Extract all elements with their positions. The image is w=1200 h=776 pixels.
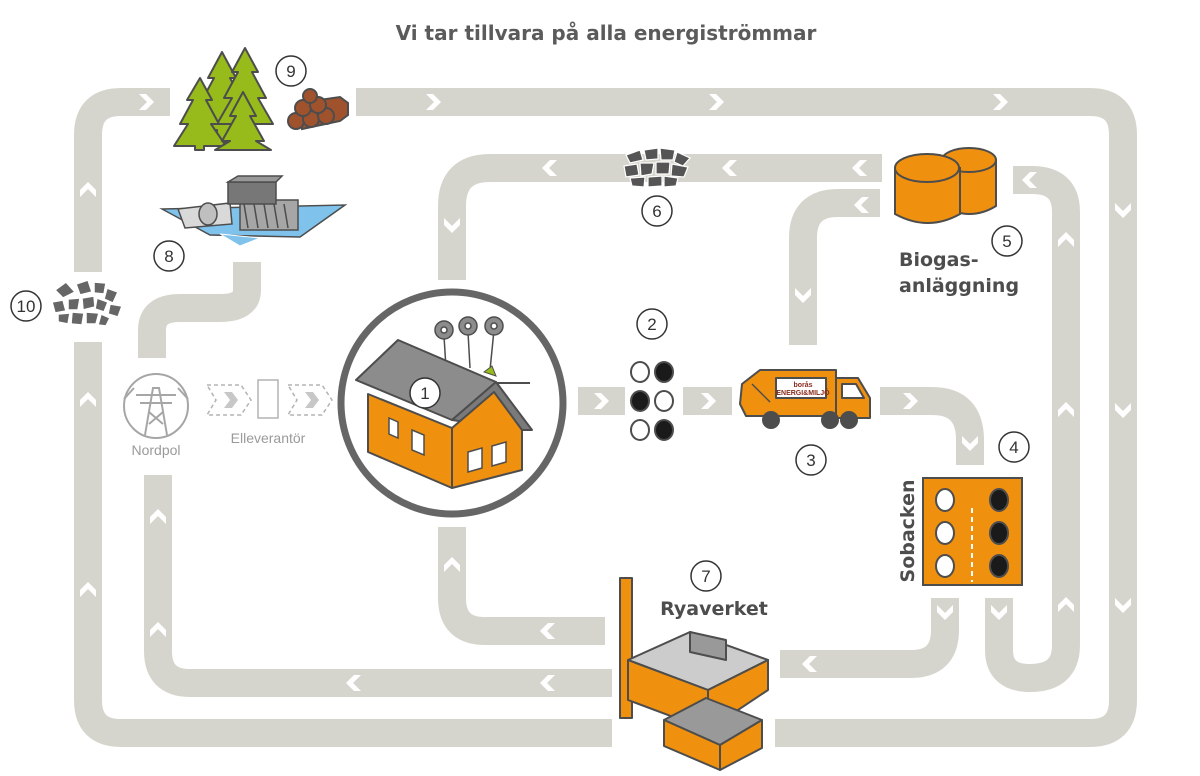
- garbage-truck-icon: [739, 369, 871, 429]
- wood-chips-icon: [51, 279, 124, 327]
- marker-label-biogas: 5: [1002, 232, 1011, 251]
- flow-sobacken-to-ryaverket: [780, 598, 959, 678]
- flow-inner-bottom-left: [144, 475, 612, 697]
- log-pile-icon: [287, 88, 349, 131]
- marker-sobacken: [998, 431, 1030, 463]
- ryaverket-plant-icon: [619, 577, 769, 771]
- ryaverket-label: Ryaverket: [660, 598, 768, 620]
- number-labels: 1 2 3 4 5 6 7 8 9 10: [17, 62, 1019, 586]
- marker-label-compost: 6: [652, 202, 661, 221]
- flow-hydro-to-nordpol: [138, 262, 261, 358]
- flow-biogas-to-truck: [789, 189, 880, 345]
- marker-compost: [641, 195, 673, 227]
- hydro-plant-icon: [159, 175, 348, 247]
- flow-outer-bottom-left: [74, 342, 612, 747]
- marker-label-sobacken: 4: [1009, 438, 1018, 457]
- diagram-title: Vi tar tillvara på alla energiströmmar: [396, 21, 817, 45]
- electricity-supplier-icon: [205, 379, 333, 419]
- forest-icon: [173, 47, 274, 151]
- compost-pile-icon: [623, 147, 691, 188]
- elleverantor-label: Elleverantör: [231, 430, 306, 446]
- marker-biogas: [991, 225, 1023, 257]
- house-icon: [337, 288, 567, 518]
- marker-label-ryaverket: 7: [701, 567, 710, 586]
- marker-forest: [275, 55, 307, 87]
- flow-ryaverket-to-house: [438, 527, 605, 645]
- biogas-label-line1: Biogas-: [899, 249, 979, 271]
- marker-truck: [795, 444, 827, 476]
- flow-bands: [74, 88, 1137, 747]
- marker-chips: [10, 290, 42, 322]
- marker-label-forest: 9: [286, 62, 295, 81]
- biogas-tanks-icon: [894, 147, 997, 224]
- sobacken-label: Sobacken: [897, 480, 919, 583]
- flow-outer-left-to-forest: [74, 88, 170, 272]
- marker-label-bags: 2: [647, 315, 656, 334]
- marker-bags: [636, 308, 668, 340]
- marker-label-hydro: 8: [164, 247, 173, 266]
- marker-ryaverket: [690, 560, 722, 592]
- waste-bags-icon: [630, 361, 674, 441]
- biogas-label-line2: anläggning: [899, 275, 1019, 297]
- marker-house: [409, 377, 441, 409]
- marker-hydro: [153, 240, 185, 272]
- truck-logo-line1: borås: [793, 381, 812, 389]
- flow-biogas-to-house: [438, 154, 882, 280]
- marker-label-chips: 10: [17, 297, 36, 316]
- nordpol-label: Nordpol: [131, 442, 180, 458]
- number-markers: [10, 55, 1030, 592]
- flow-truck-to-sobacken: [880, 387, 984, 465]
- nordpol-pylon-icon: [123, 373, 189, 439]
- marker-label-truck: 3: [806, 451, 815, 470]
- truck-logo-line2: ENERGI&MILJÖ: [776, 388, 830, 397]
- flow-sobacken-to-biogas: [985, 166, 1080, 693]
- sobacken-icon: [922, 477, 1023, 586]
- marker-label-house: 1: [420, 384, 429, 403]
